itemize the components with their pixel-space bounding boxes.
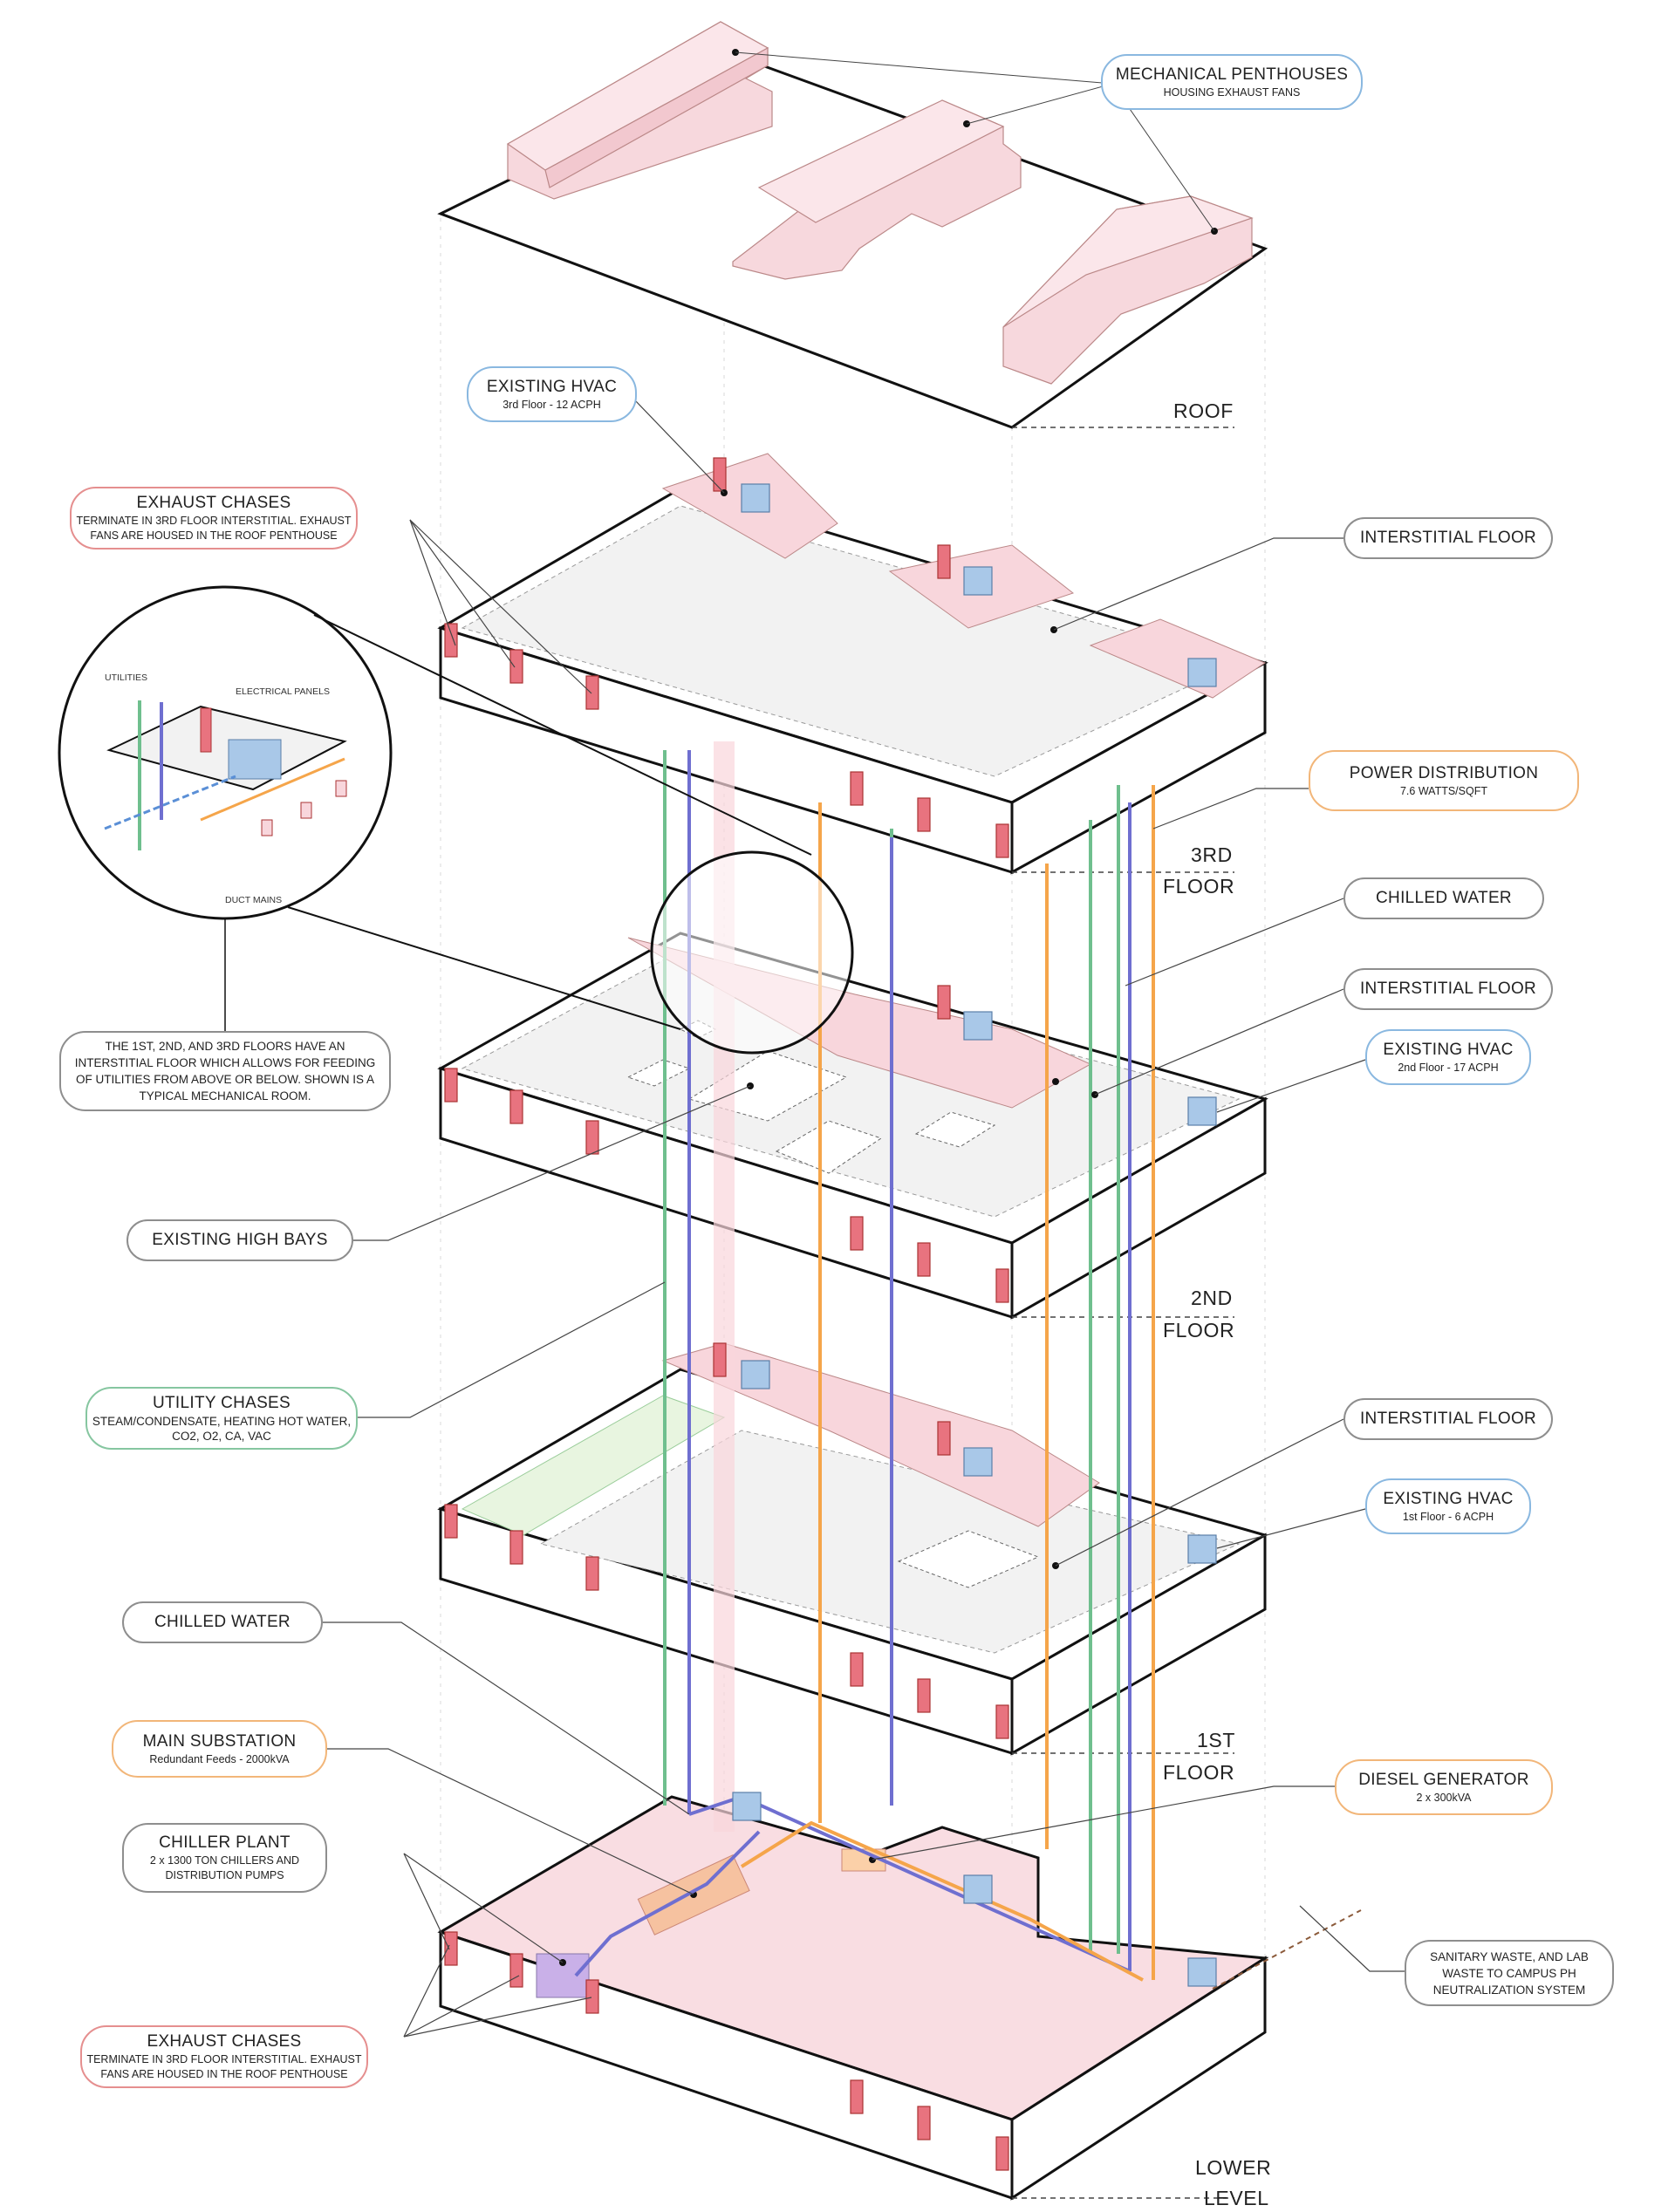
- floor-2: [437, 932, 1268, 1320]
- callout-exhaust-chases-bottom: EXHAUST CHASES TERMINATE IN 3RD FLOOR IN…: [80, 2025, 368, 2088]
- hvac-units: [732, 483, 1217, 1987]
- callout-sub: STEAM/CONDENSATE, HEATING HOT WATER, CO2…: [92, 1415, 352, 1443]
- callout-sanitary-waste: SANITARY WASTE, AND LAB WASTE TO CAMPUS …: [1405, 1940, 1614, 2006]
- callout-utility-chases: UTILITY CHASES STEAM/CONDENSATE, HEATING…: [85, 1387, 358, 1450]
- riser-chilled-water: [663, 750, 1120, 1954]
- level-2nd-floor: FLOOR: [1163, 1319, 1235, 1342]
- callout-existing-high-bays: EXISTING HIGH BAYS: [126, 1219, 353, 1261]
- detail-label-duct-mains: DUCT MAINS: [225, 895, 282, 905]
- floor-1: [437, 1342, 1268, 1756]
- callout-title: INTERSTITIAL FLOOR: [1359, 529, 1537, 547]
- callout-sub: 2 x 300kVA: [1416, 1791, 1472, 1804]
- callout-title: EXISTING HIGH BAYS: [152, 1231, 328, 1249]
- callout-interstitial-floor-1: INTERSTITIAL FLOOR: [1343, 1398, 1553, 1440]
- detail-label-utilities: UTILITIES: [105, 672, 147, 683]
- detail-magnifier: UTILITIES ELECTRICAL PANELS DUCT MAINS: [58, 585, 854, 1055]
- lower-level: [437, 1795, 1269, 2201]
- level-2nd-label: 2ND: [1191, 1287, 1233, 1309]
- callout-sub: 1st Floor - 6 ACPH: [1402, 1510, 1494, 1523]
- callout-chilled-water-right: CHILLED WATER: [1343, 877, 1544, 919]
- level-roof: ROOF: [1173, 399, 1234, 422]
- callout-title: CHILLED WATER: [154, 1613, 291, 1631]
- roof-level: [437, 21, 1268, 429]
- callout-sub: 2 x 1300 TON CHILLERS AND DISTRIBUTION P…: [149, 1854, 300, 1881]
- callout-sub: TERMINATE IN 3RD FLOOR INTERSTITIAL. EXH…: [86, 2053, 362, 2080]
- callout-title: MECHANICAL PENTHOUSES: [1115, 65, 1349, 84]
- callout-title: CHILLED WATER: [1376, 889, 1512, 907]
- callout-interstitial-floor-2: INTERSTITIAL FLOOR: [1343, 968, 1553, 1010]
- callout-sub: Redundant Feeds - 2000kVA: [149, 1752, 290, 1765]
- callout-existing-hvac-2nd: EXISTING HVAC 2nd Floor - 17 ACPH: [1365, 1029, 1531, 1085]
- callout-existing-hvac-1st: EXISTING HVAC 1st Floor - 6 ACPH: [1365, 1478, 1531, 1534]
- callout-title: INTERSTITIAL FLOOR: [1359, 980, 1537, 998]
- level-3rd-label: 3RD: [1191, 843, 1233, 866]
- callout-sub: 2nd Floor - 17 ACPH: [1398, 1061, 1499, 1074]
- callout-sub: SANITARY WASTE, AND LAB WASTE TO CAMPUS …: [1430, 1949, 1589, 1997]
- callout-title: DIESEL GENERATOR: [1358, 1770, 1529, 1789]
- penthouse-center: [732, 99, 1022, 280]
- callout-chilled-water-left: CHILLED WATER: [122, 1601, 323, 1643]
- callout-diesel-generator: DIESEL GENERATOR 2 x 300kVA: [1335, 1759, 1553, 1815]
- exhaust-chase-blocks: [444, 457, 1009, 2171]
- level-3rd-floor: FLOOR: [1163, 875, 1235, 898]
- floor-3: [437, 453, 1268, 875]
- callout-title: EXISTING HVAC: [486, 377, 618, 396]
- callout-title: MAIN SUBSTATION: [142, 1731, 297, 1751]
- callout-title: INTERSTITIAL FLOOR: [1359, 1410, 1537, 1428]
- callout-sub: THE 1ST, 2ND, AND 3RD FLOORS HAVE AN INT…: [74, 1040, 376, 1103]
- leader-lines: [323, 399, 1405, 2038]
- callout-title: EXISTING HVAC: [1383, 1489, 1514, 1508]
- callout-sub: TERMINATE IN 3RD FLOOR INTERSTITIAL. EXH…: [76, 515, 352, 542]
- callout-title: EXHAUST CHASES: [147, 2032, 302, 2051]
- callout-interstitial-note: THE 1ST, 2ND, AND 3RD FLOORS HAVE AN INT…: [59, 1031, 391, 1111]
- callout-chiller-plant: CHILLER PLANT 2 x 1300 TON CHILLERS AND …: [122, 1823, 327, 1893]
- callout-sub: 7.6 WATTS/SQFT: [1399, 784, 1487, 797]
- detail-label-electrical-panels: ELECTRICAL PANELS: [236, 686, 330, 697]
- callout-title: POWER DISTRIBUTION: [1349, 763, 1539, 782]
- callout-interstitial-floor-3: INTERSTITIAL FLOOR: [1343, 517, 1553, 559]
- penthouse-west: [506, 21, 773, 200]
- callout-existing-hvac-3rd: EXISTING HVAC 3rd Floor - 12 ACPH: [467, 366, 637, 422]
- level-lower-label: LOWER: [1195, 2156, 1272, 2179]
- callout-title: CHILLER PLANT: [159, 1833, 291, 1852]
- callout-sub: 3rd Floor - 12 ACPH: [502, 398, 601, 411]
- callout-power-distribution: POWER DISTRIBUTION 7.6 WATTS/SQFT: [1309, 750, 1579, 811]
- callout-sub: HOUSING EXHAUST FANS: [1163, 85, 1301, 99]
- level-lower-level: LEVEL: [1204, 2187, 1269, 2209]
- callout-title: EXISTING HVAC: [1383, 1040, 1514, 1059]
- penthouse-east: [1002, 195, 1254, 385]
- callout-title: UTILITY CHASES: [153, 1394, 291, 1412]
- callout-exhaust-chases-top: EXHAUST CHASES TERMINATE IN 3RD FLOOR IN…: [70, 487, 358, 550]
- callout-mechanical-penthouses: MECHANICAL PENTHOUSES HOUSING EXHAUST FA…: [1101, 54, 1363, 110]
- level-1st-label: 1ST: [1197, 1729, 1235, 1751]
- level-1st-floor: FLOOR: [1163, 1761, 1235, 1784]
- callout-main-substation: MAIN SUBSTATION Redundant Feeds - 2000kV…: [112, 1720, 327, 1778]
- callout-title: EXHAUST CHASES: [136, 494, 291, 512]
